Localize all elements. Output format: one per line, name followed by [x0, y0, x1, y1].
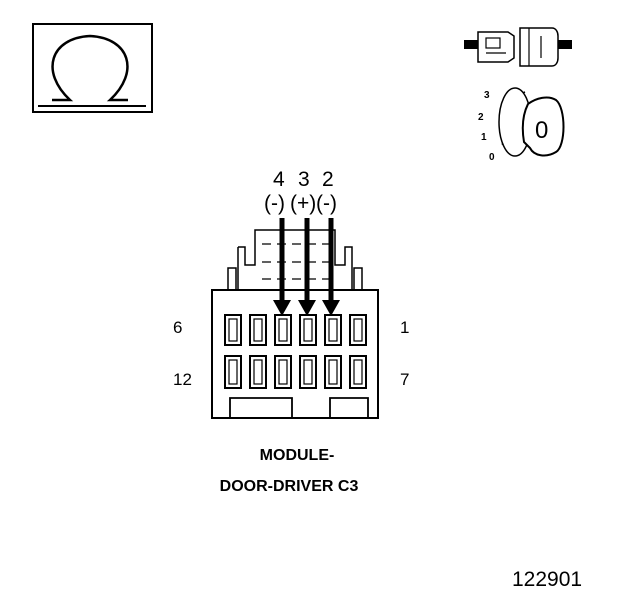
connector-title-line1: MODULE- — [260, 447, 335, 464]
probe-arrow-pin-3 — [298, 300, 316, 316]
probe-pin-2: 2 — [322, 168, 334, 191]
pin-terminal-12 — [228, 359, 238, 385]
pin-cavity-12 — [224, 355, 242, 389]
probe-polarity-4: (-) — [264, 192, 285, 215]
key-position-1: 1 — [481, 132, 487, 143]
connector-title-line2: DOOR-DRIVER C3 — [220, 478, 359, 495]
probe-arrow-pin-4 — [273, 300, 291, 316]
probe-polarity-3: (+) — [290, 192, 316, 215]
pin-terminal-7 — [353, 359, 363, 385]
pin-terminal-5 — [253, 318, 263, 342]
pin-cavity-10 — [274, 355, 292, 389]
pin-terminal-9 — [303, 359, 313, 385]
pin-terminal-2 — [328, 318, 338, 342]
pin-cavity-7 — [349, 355, 367, 389]
pin-label-12: 12 — [173, 370, 192, 389]
pin-cavity-11 — [249, 355, 267, 389]
key-current-position: 0 — [535, 117, 548, 144]
ohm-symbol-icon — [32, 23, 153, 113]
key-position-0: 0 — [489, 152, 495, 163]
pin-label-6: 6 — [173, 318, 182, 337]
pin-cavities — [224, 314, 367, 389]
pin-terminal-1 — [353, 318, 363, 342]
key-position-2: 2 — [478, 112, 484, 123]
probe-polarity-2: (-) — [316, 192, 337, 215]
pin-terminal-8 — [328, 359, 338, 385]
key-position-3: 3 — [484, 90, 490, 101]
probe-labels: 4 3 2 (-) (+) (-) — [264, 168, 337, 215]
probe-pin-3: 3 — [298, 168, 310, 191]
pin-terminal-4 — [278, 318, 288, 342]
connector-c3 — [211, 229, 379, 419]
pin-terminal-3 — [303, 318, 313, 342]
pin-terminal-10 — [278, 359, 288, 385]
pin-cavity-9 — [299, 355, 317, 389]
connector-disconnected-icon — [464, 27, 572, 67]
pin-cavity-8 — [324, 355, 342, 389]
probe-arrows — [273, 218, 340, 316]
pin-terminal-6 — [228, 318, 238, 342]
probe-pin-4: 4 — [273, 168, 285, 191]
pin-terminal-11 — [253, 359, 263, 385]
pin-label-1: 1 — [400, 318, 409, 337]
figure-number: 122901 — [512, 568, 582, 591]
probe-arrow-pin-2 — [322, 300, 340, 316]
ignition-key-icon: 3 2 1 0 0 — [478, 87, 565, 163]
pin-label-7: 7 — [400, 370, 409, 389]
